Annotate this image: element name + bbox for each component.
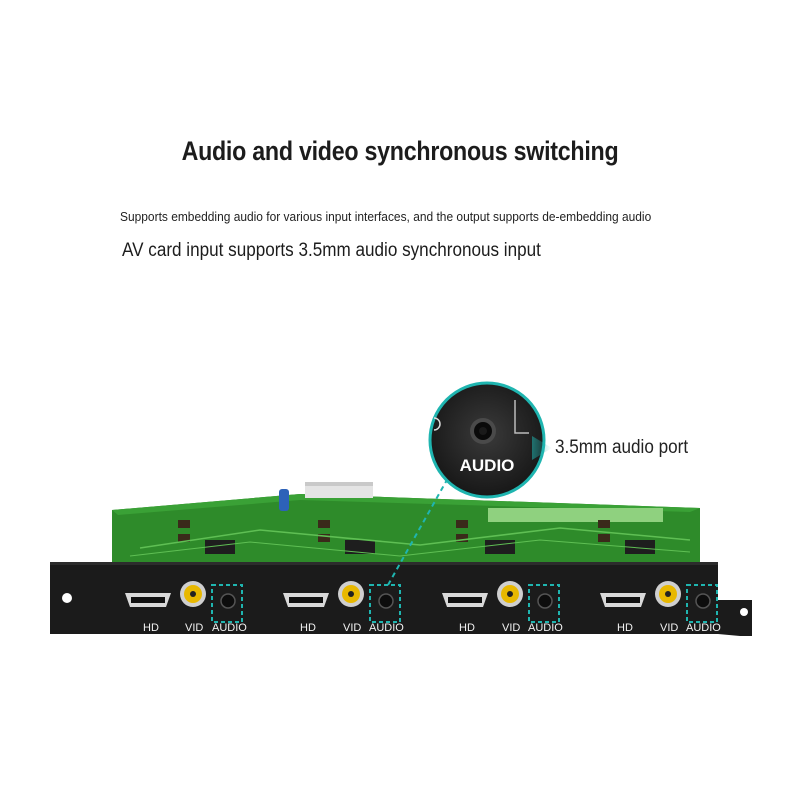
callout-arrow — [532, 436, 552, 460]
audio-highlight-box — [369, 584, 401, 623]
hd-label: HD — [300, 622, 316, 634]
zoom-audio-label: AUDIO — [459, 456, 515, 475]
audio-highlight-box — [211, 584, 243, 623]
vid-label: VID — [660, 622, 679, 634]
hd-label: HD — [143, 622, 159, 634]
audio-label: AUDIO — [528, 622, 563, 634]
audio-highlight-box — [528, 584, 560, 623]
page-title: Audio and video synchronous switching — [181, 136, 619, 166]
audio-jack — [378, 593, 394, 609]
port-group — [442, 581, 560, 623]
zoom-magnifier — [428, 381, 546, 499]
audio-label: AUDIO — [369, 622, 404, 634]
audio-port-callout-label: 3.5mm audio port — [555, 437, 689, 458]
vid-label: VID — [185, 622, 204, 634]
audio-label: AUDIO — [686, 622, 721, 634]
pcb-board — [112, 482, 700, 566]
port-group — [283, 581, 401, 623]
hd-label: HD — [617, 622, 633, 634]
audio-label: AUDIO — [212, 622, 247, 634]
port-group — [125, 581, 243, 623]
subtitle-text: Supports embedding audio for various inp… — [120, 209, 652, 224]
port-group — [600, 581, 718, 623]
mounting-hole — [62, 593, 72, 603]
feature-text: AV card input supports 3.5mm audio synch… — [122, 240, 541, 261]
audio-jack — [537, 593, 553, 609]
vid-label: VID — [502, 622, 521, 634]
hd-label: HD — [459, 622, 475, 634]
vid-label: VID — [343, 622, 362, 634]
audio-jack — [220, 593, 236, 609]
mounting-hole — [740, 608, 748, 616]
audio-highlight-box — [686, 584, 718, 623]
callout-connector — [387, 477, 449, 586]
audio-jack — [695, 593, 711, 609]
